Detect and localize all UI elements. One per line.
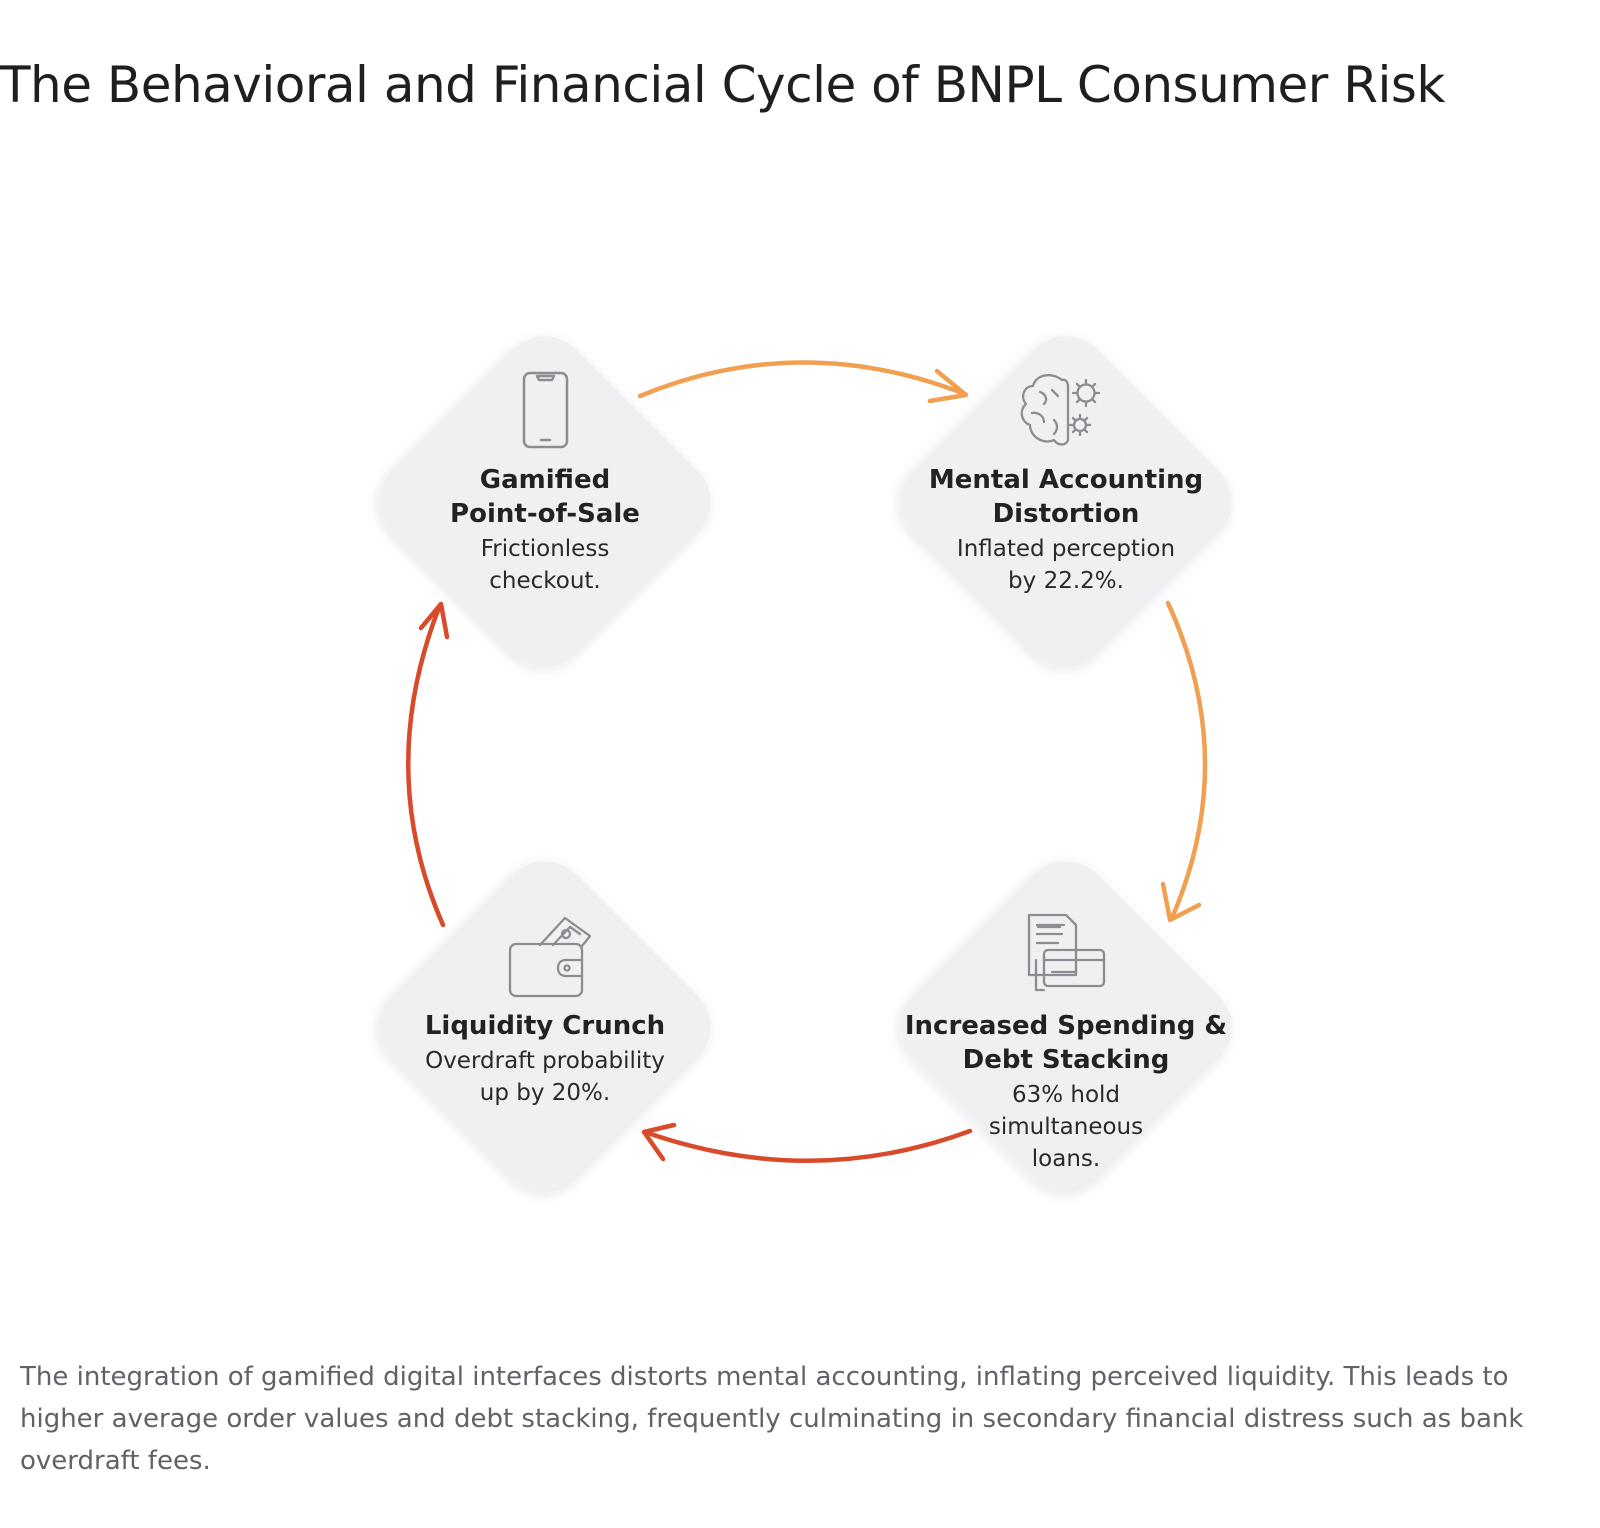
brain-gears-icon (1020, 374, 1101, 446)
node-description: Inflated perception by 22.2%. (956, 536, 1176, 594)
arrow-mental-to-spending (1160, 600, 1208, 923)
cycle-diagram (379, 336, 1232, 1193)
node-title: Gamified Point-of-Sale (450, 465, 640, 529)
figure-background (0, 170, 1600, 1340)
arrow-spending-to-liquidity (641, 1122, 973, 1163)
node-title: Mental Accounting Distortion (928, 465, 1204, 529)
node-description: Overdraft probability up by 20%. (425, 1048, 665, 1106)
node-title: Increased Spending & Debt Stacking (904, 1011, 1228, 1075)
smartphone-icon (522, 371, 569, 449)
node-liquidity-crunch: Liquidity Crunch Overdraft probability u… (395, 1009, 695, 1109)
page-title: The Behavioral and Financial Cycle of BN… (0, 56, 1445, 114)
wallet-cash-icon (508, 916, 592, 998)
node-description: 63% hold simultaneous loans. (988, 1082, 1144, 1172)
documents-cards-icon (1027, 913, 1106, 992)
arrow-pos-to-mental (637, 360, 969, 404)
figure-caption: The integration of gamified digital inte… (20, 1362, 1524, 1476)
card-liquidity-crunch (379, 861, 711, 1193)
card-gamified-point-of-sale (379, 336, 711, 668)
node-increased-spending-debt-stacking: Increased Spending & Debt Stacking 63% h… (901, 1009, 1231, 1175)
card-mental-accounting-distortion (900, 336, 1232, 668)
node-gamified-point-of-sale: Gamified Point-of-Sale Frictionless chec… (405, 463, 685, 597)
node-mental-accounting-distortion: Mental Accounting Distortion Inflated pe… (916, 463, 1216, 597)
node-title: Liquidity Crunch (424, 1011, 666, 1041)
card-increased-spending (900, 861, 1232, 1193)
arrow-liquidity-to-pos (406, 601, 450, 928)
node-description: Frictionless checkout. (480, 536, 610, 594)
